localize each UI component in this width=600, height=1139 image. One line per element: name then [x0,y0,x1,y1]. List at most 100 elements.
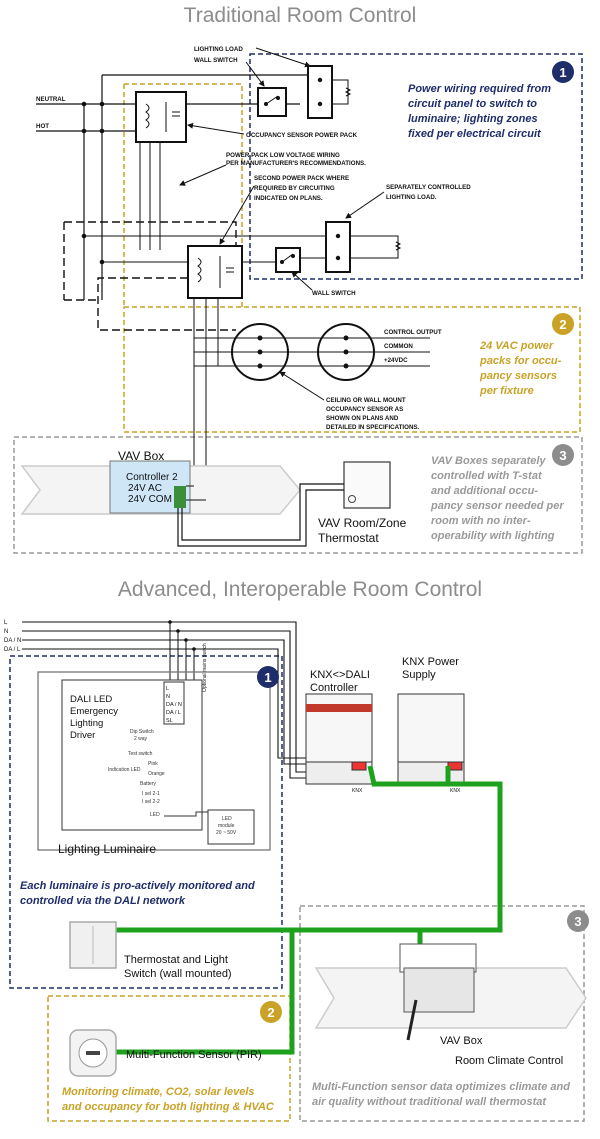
svg-text:DA / N: DA / N [4,638,21,644]
svg-text:1: 1 [264,670,271,685]
controller-line-1: Controller 2 [126,472,178,483]
vav-box-label-bottom: VAV Box [440,1035,483,1047]
thermostat-label-1: VAV Room/Zone [318,516,407,530]
wall-switch-label: WALL SWITCH [194,57,238,64]
vav-box-label-top: VAV Box [118,449,164,463]
svg-text:Pink: Pink [148,761,158,767]
svg-text:I sel 2-2: I sel 2-2 [142,799,160,805]
knx-tag-1: KNX [352,788,363,794]
svg-text:circuit panel to switch to: circuit panel to switch to [408,98,537,110]
badge-3-bottom: 3 [567,910,589,932]
power-pack-1 [135,91,187,143]
svg-text:Each luminaire is pro-actively: Each luminaire is pro-actively monitored… [20,880,255,892]
lv-wiring-label-1: POWER PACK LOW VOLTAGE WIRING [226,152,340,159]
svg-text:Emergency: Emergency [70,706,118,717]
badge-1-bottom: 1 [257,666,279,688]
zone1-top-box [249,53,583,280]
svg-text:Multi-Function sensor data opt: Multi-Function sensor data optimizes cli… [312,1081,570,1093]
traditional-title: Traditional Room Control [183,4,417,27]
svg-text:LED: LED [150,812,160,818]
lighting-load-label: LIGHTING LOAD [194,46,243,53]
wall-switch-2-label: WALL SWITCH [312,290,356,297]
svg-text:L: L [166,686,169,692]
svg-text:N: N [166,694,170,700]
controller-line-3: 24V COM [128,494,172,505]
second-pack-label-1: SECOND POWER PACK WHERE [254,175,349,182]
neutral-label: NEUTRAL [36,96,66,103]
note3-bottom: Multi-Function sensor data optimizes cli… [312,1081,570,1108]
note1-bottom: Each luminaire is pro-actively monitored… [20,880,255,907]
svg-text:air quality without traditiona: air quality without traditional wall the… [312,1096,547,1108]
dali-bus: L N DA / N DA / L [4,620,21,653]
second-pack-label-2: REQUIRED BY CIRCUITING [254,185,335,192]
svg-text:packs for occu-: packs for occu- [479,355,562,367]
room-climate-label: Room Climate Control [455,1055,563,1067]
svg-text:Lighting: Lighting [70,718,103,729]
svg-text:KNX Power: KNX Power [402,656,459,668]
badge-3-top: 3 [552,444,574,466]
svg-text:Battery: Battery [140,781,156,787]
zone2-top-box [123,306,581,433]
badge-1-top: 1 [552,61,574,83]
svg-text:room with no inter-: room with no inter- [431,515,531,527]
lighting-load-1 [307,65,333,119]
svg-text:fixed per electrical circuit: fixed per electrical circuit [408,128,542,140]
led-module [207,809,255,845]
sensor-label: Multi-Function Sensor (PIR) [126,1049,262,1061]
note3-top: VAV Boxes separately controlled with T-s… [430,455,564,542]
second-pack-label-3: INDICATED ON PLANS. [254,195,323,202]
thermostat-top [343,461,391,509]
svg-text:DALI LED: DALI LED [70,694,112,705]
thermostat-switch-label: Thermostat and Light Switch (wall mounte… [124,954,232,980]
zone3-top-box [13,436,583,554]
svg-text:Orange: Orange [148,771,165,777]
svg-text:Power wiring required from: Power wiring required from [408,83,551,95]
badge-2-bottom: 2 [260,1001,282,1023]
note2-top: 24 VAC power packs for occu- pancy senso… [479,340,562,397]
led-module-label: LED module 20 ~ 50V [216,816,237,836]
svg-text:SL: SL [166,718,173,724]
svg-text:pancy sensors: pancy sensors [479,370,557,382]
control-output-label: CONTROL OUTPUT [384,329,442,336]
svg-text:Dip Switch: Dip Switch [130,729,154,735]
svg-text:and additional occu-: and additional occu- [431,485,538,497]
svg-text:N: N [4,629,8,635]
svg-text:DA / L: DA / L [4,647,21,653]
svg-text:module: module [218,823,235,829]
ceiling-sensor-label-3: SHOWN ON PLANS AND [326,415,399,422]
svg-text:2: 2 [267,1005,274,1020]
knx-power-label: KNX Power Supply [402,656,459,681]
wall-switch-1 [257,87,287,117]
svg-text:3: 3 [574,914,581,929]
common-label: COMMON [384,343,413,350]
knx-power-supply [397,693,465,763]
svg-text:1: 1 [559,65,566,80]
svg-text:I sel 2-1: I sel 2-1 [142,791,160,797]
svg-text:operability with lighting: operability with lighting [431,530,555,542]
knx-bus-line [92,765,503,933]
svg-text:Test switch: Test switch [128,751,153,757]
svg-text:pancy sensor needed per: pancy sensor needed per [430,500,564,512]
svg-text:KNX<>DALI: KNX<>DALI [310,669,370,681]
zone3-bottom-box [299,905,585,1122]
hot-label: HOT [36,123,49,130]
svg-text:Monitoring climate, CO2, solar: Monitoring climate, CO2, solar levels [62,1086,255,1098]
svg-text:3: 3 [559,448,566,463]
note1-top: Power wiring required from circuit panel… [408,83,551,140]
thermostat-label-2: Thermostat [318,531,379,545]
knx-controller-label: KNX<>DALI Controller [310,669,370,694]
badge-2-top: 2 [552,313,574,335]
ceiling-sensor-label-1: CEILING OR WALL MOUNT [326,397,406,404]
svg-text:VAV Boxes separately: VAV Boxes separately [431,455,546,467]
svg-text:controlled via the DALI networ: controlled via the DALI network [20,895,186,907]
note2-bottom: Monitoring climate, CO2, solar levels an… [62,1086,275,1113]
luminaire-box [37,671,271,851]
svg-text:Driver: Driver [70,730,95,741]
svg-text:LED: LED [222,816,232,822]
svg-text:2 way: 2 way [134,736,148,742]
svg-text:20 ~ 50V: 20 ~ 50V [216,830,237,836]
svg-text:L: L [4,620,8,626]
zone2-bottom-box [47,995,291,1122]
optional-mains-label: Optional mains switch [202,643,208,692]
